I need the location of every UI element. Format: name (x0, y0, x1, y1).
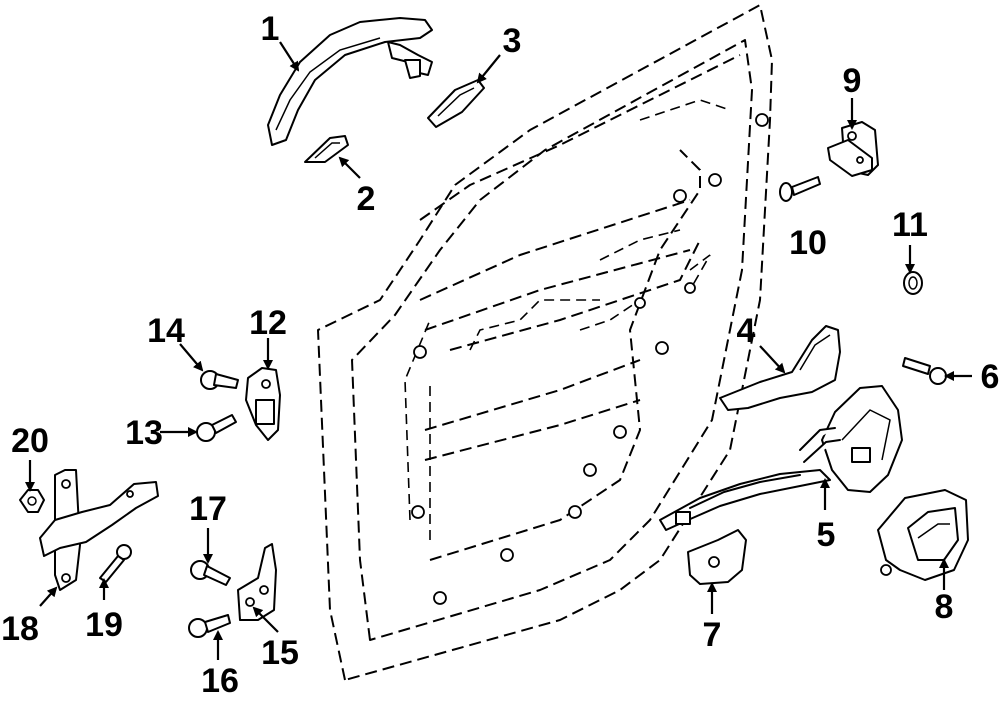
check-link-bolt (196, 414, 237, 442)
upper-door-hinge (39, 469, 159, 591)
lock-rod-bracket (719, 325, 841, 411)
retaining-clip (903, 271, 923, 295)
label-3: 3 (503, 22, 522, 60)
latch-screw (902, 357, 947, 385)
label-9: 9 (843, 62, 862, 100)
hinge-nut (19, 489, 45, 513)
label-6: 6 (981, 358, 1000, 396)
striker-bolt (779, 176, 821, 202)
label-4: 4 (737, 312, 756, 350)
label-11: 11 (892, 206, 928, 244)
label-14: 14 (147, 312, 185, 350)
hinge-bolt-lower (188, 614, 231, 638)
rear-door-panel (317, 4, 773, 681)
label-17: 17 (189, 490, 227, 528)
part-number-labels: 1 2 3 4 5 6 7 8 9 10 11 12 13 14 15 16 1… (1, 10, 999, 700)
label-18: 18 (1, 610, 39, 648)
label-19: 19 (85, 606, 123, 644)
label-7: 7 (703, 616, 722, 654)
label-12: 12 (249, 304, 287, 342)
inside-door-handle (877, 489, 969, 581)
label-5: 5 (817, 516, 836, 554)
hinge-mount-bolt (99, 544, 132, 583)
label-2: 2 (357, 180, 376, 218)
outside-door-handle (267, 17, 433, 146)
label-1: 1 (261, 10, 280, 48)
label-13: 13 (125, 414, 163, 452)
handle-bezel (427, 79, 485, 128)
label-15: 15 (261, 634, 299, 672)
leader-lines (25, 41, 972, 660)
check-link-nut-bolt (200, 370, 239, 390)
handle-gasket (304, 135, 349, 163)
label-20: 20 (11, 422, 49, 460)
door-latch-assembly (659, 385, 903, 531)
label-8: 8 (935, 588, 954, 626)
hinge-bolt-upper (190, 560, 231, 586)
label-16: 16 (201, 662, 239, 700)
door-striker (827, 121, 879, 177)
label-10: 10 (789, 224, 827, 262)
lower-door-hinge (237, 543, 277, 621)
door-check-link (245, 367, 281, 441)
latch-cover (687, 529, 747, 585)
